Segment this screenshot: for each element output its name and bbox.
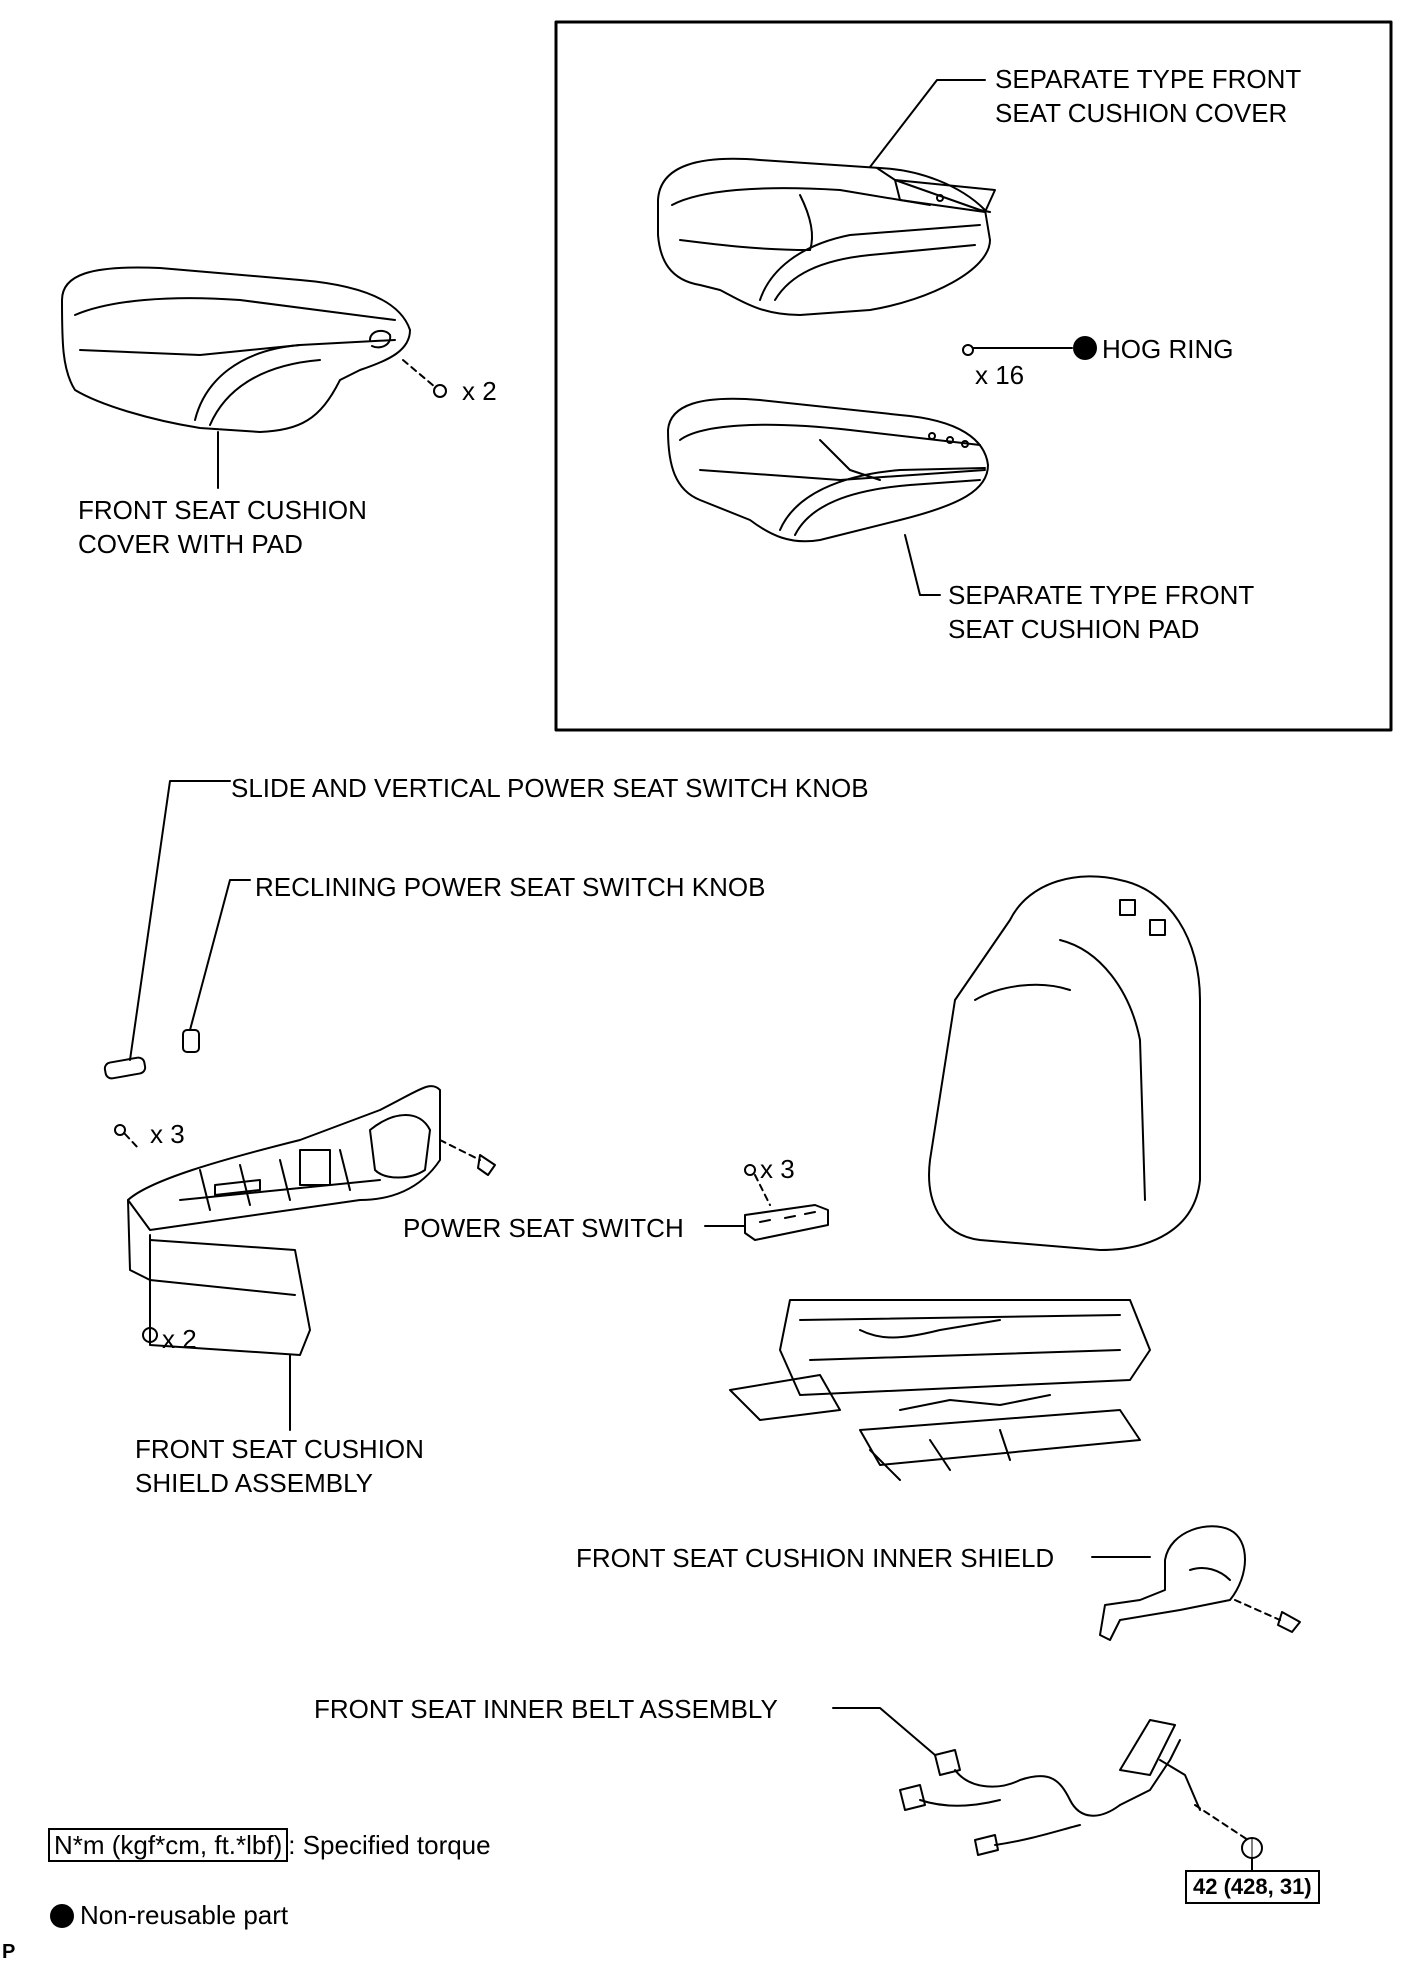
power-seat-switch-drawing (744, 1204, 829, 1241)
inner-shield-label: FRONT SEAT CUSHION INNER SHIELD (576, 1543, 1055, 1573)
shield-screw-leader (439, 1139, 481, 1161)
separate-cover-label-line1: SEPARATE TYPE FRONT (995, 64, 1302, 94)
inner-belt-leader (832, 1707, 936, 1756)
footer-code: P (2, 1941, 16, 1963)
cover-with-pad-drawing (61, 266, 411, 433)
shield-clip-top-qty: x 3 (150, 1119, 185, 1149)
shield-screw-icon (477, 1154, 496, 1176)
legend-torque-desc: : Specified torque (288, 1830, 491, 1860)
reclining-knob-label: RECLINING POWER SEAT SWITCH KNOB (255, 872, 766, 902)
cushion-pad-leader (904, 534, 941, 596)
cushion-cover-leader (869, 79, 986, 168)
hog-ring-qty: x 16 (975, 360, 1025, 390)
inner-shield-screw-icon (1277, 1611, 1301, 1633)
separate-pad-label-line1: SEPARATE TYPE FRONT (948, 580, 1255, 610)
inner-shield-drawing (1099, 1525, 1246, 1641)
legend-nonreusable-desc: Non-reusable part (80, 1900, 289, 1930)
shield-assembly-label-line2: SHIELD ASSEMBLY (135, 1468, 373, 1498)
belt-nut-leader (1194, 1804, 1249, 1841)
inner-belt-label: FRONT SEAT INNER BELT ASSEMBLY (314, 1694, 778, 1724)
nonreusable-dot-icon (50, 1904, 74, 1928)
shield-clip-top-leader (124, 1133, 141, 1151)
switch-screw-icon (744, 1164, 756, 1176)
cushion-pad-drawing (667, 397, 989, 543)
legend-torque: N*m (kgf*cm, ft.*lbf): Specified torque (48, 1828, 491, 1862)
cover-with-pad-label-line2: COVER WITH PAD (78, 529, 303, 559)
hog-ring-dot-icon (1073, 336, 1097, 360)
inner-shield-screw-leader (1234, 1599, 1281, 1621)
shield-screw-bottom-qty: x 2 (162, 1324, 197, 1354)
switch-screw-qty: x 3 (760, 1154, 795, 1184)
cushion-cover-drawing (657, 157, 996, 316)
reclining-knob-leader (189, 879, 251, 1031)
shield-assembly-label: FRONT SEAT CUSHION SHIELD ASSEMBLY (135, 1432, 424, 1500)
reclining-knob-icon (182, 1029, 200, 1053)
hog-ring-icon (962, 344, 974, 356)
legend-nonreusable: Non-reusable part (50, 1898, 288, 1932)
cover-clip-leader (402, 359, 436, 388)
torque-spec-box: 42 (428, 31) (1185, 1870, 1320, 1904)
inset-frame (554, 20, 1393, 732)
slide-knob-leader (129, 780, 231, 1061)
separate-cover-label: SEPARATE TYPE FRONT SEAT CUSHION COVER (995, 62, 1301, 130)
cover-with-pad-label: FRONT SEAT CUSHION COVER WITH PAD (78, 493, 367, 561)
cover-with-pad-label-line1: FRONT SEAT CUSHION (78, 495, 367, 525)
power-seat-switch-label: POWER SEAT SWITCH (403, 1213, 684, 1243)
cover-clip-icon (433, 384, 447, 398)
cover-clip-qty: x 2 (462, 376, 497, 406)
seat-frame-drawing (729, 875, 1201, 1481)
hog-ring-label: HOG RING (1102, 334, 1234, 364)
slide-knob-icon (103, 1056, 147, 1080)
switch-screw-leader (754, 1174, 771, 1206)
separate-pad-label-line2: SEAT CUSHION PAD (948, 614, 1200, 644)
shield-assembly-label-line1: FRONT SEAT CUSHION (135, 1434, 424, 1464)
slide-knob-label: SLIDE AND VERTICAL POWER SEAT SWITCH KNO… (231, 773, 869, 803)
shield-bottom-screw-icon (142, 1327, 158, 1343)
inner-belt-drawing (899, 1719, 1201, 1856)
legend-torque-unit: N*m (kgf*cm, ft.*lbf) (48, 1828, 289, 1862)
shield-assembly-drawing (127, 1085, 441, 1356)
separate-pad-label: SEPARATE TYPE FRONT SEAT CUSHION PAD (948, 578, 1254, 646)
separate-cover-label-line2: SEAT CUSHION COVER (995, 98, 1288, 128)
shield-clip-top-icon (114, 1124, 126, 1136)
